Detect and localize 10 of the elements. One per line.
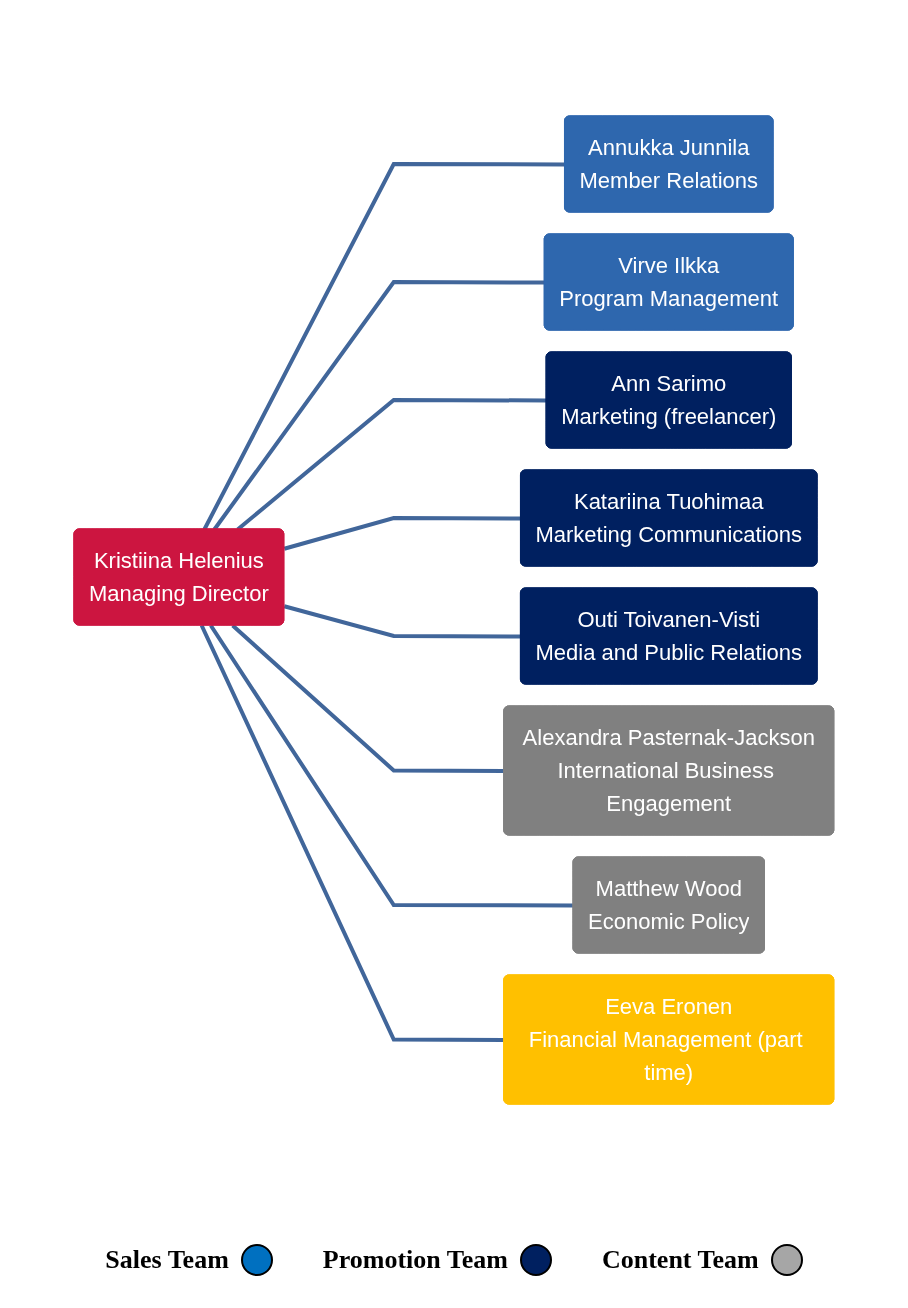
- connector: [283, 604, 522, 639]
- connector: [209, 624, 574, 908]
- connector: [202, 162, 566, 531]
- connector: [231, 624, 505, 773]
- legend-label: Promotion Team: [322, 1245, 508, 1275]
- connector: [200, 624, 505, 1042]
- legend-label: Sales Team: [105, 1245, 229, 1275]
- connector: [212, 280, 545, 531]
- legend-label: Content Team: [601, 1245, 759, 1275]
- connector: [283, 516, 522, 551]
